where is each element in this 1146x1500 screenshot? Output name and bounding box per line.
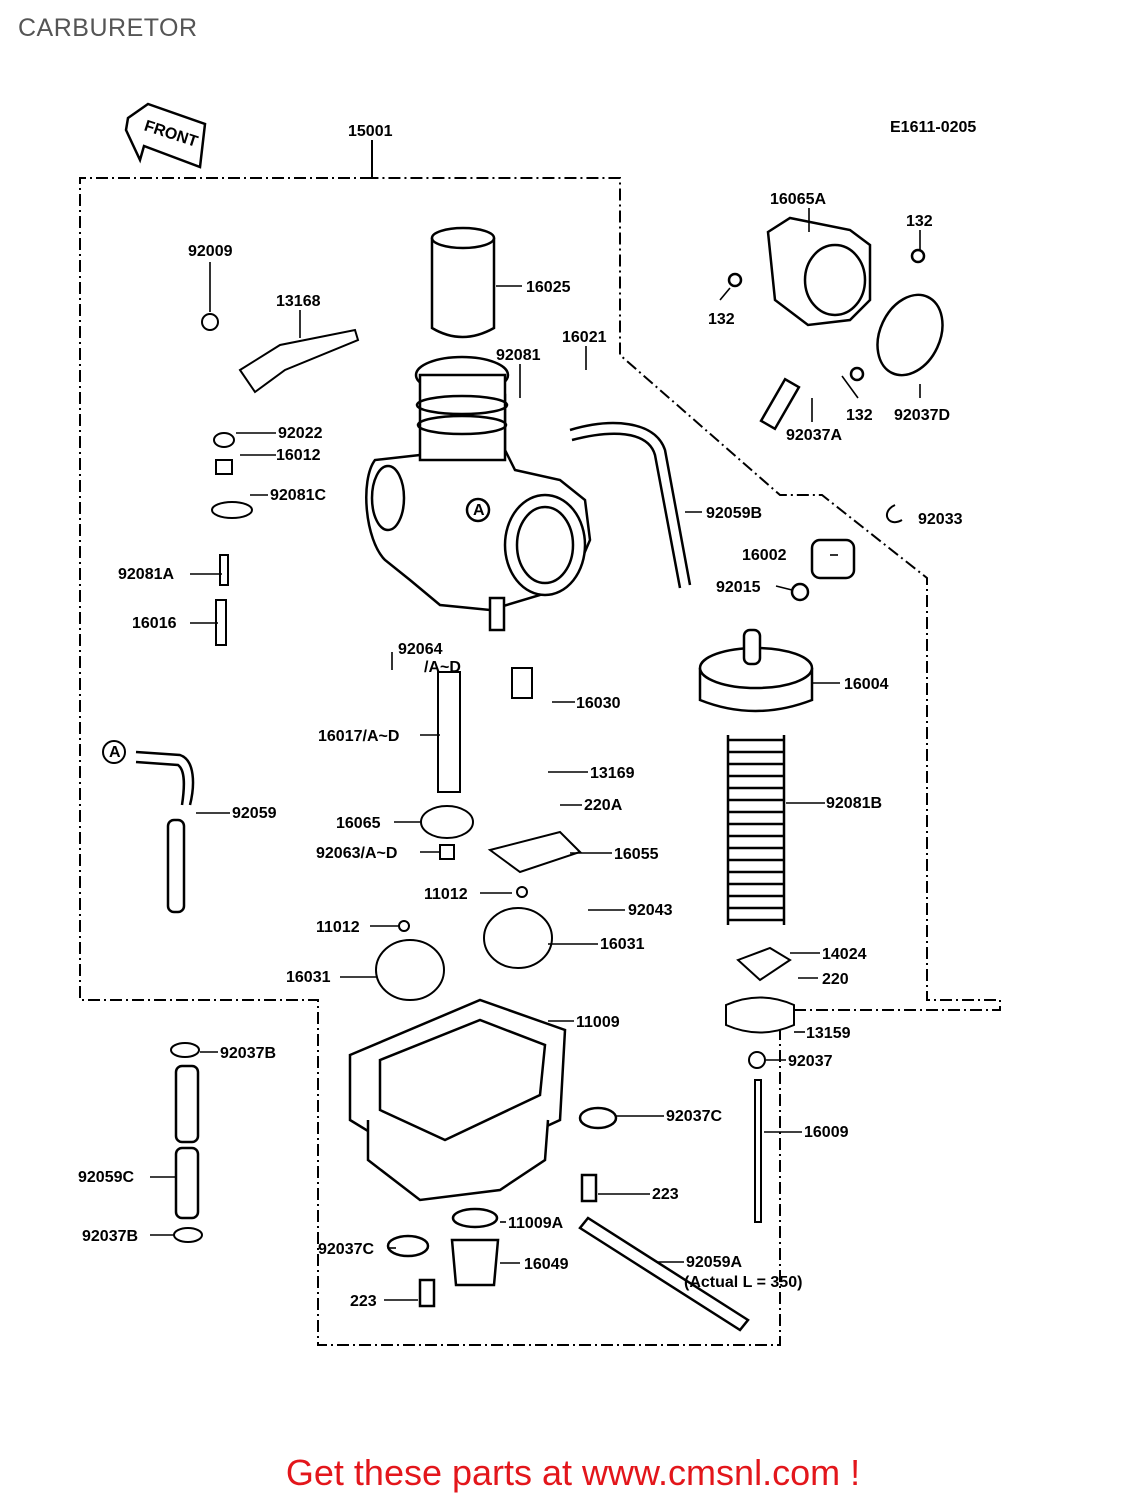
callout-16030: 16030 [576,695,621,712]
callout-labels: 15001 92009 13168 16025 16021 92081 9202… [78,123,963,1310]
carburetor-body: A [365,355,592,632]
callout-92037c-right: 92037C [666,1108,722,1125]
front-arrow-icon: FRONT [124,102,207,169]
callout-92037b-top: 92037B [220,1045,276,1062]
callout-92081c: 92081C [270,487,326,504]
callout-92063: 92063/A~D [316,845,397,862]
callout-13169: 13169 [590,765,635,782]
promo-link[interactable]: Get these parts at www.cmsnl.com ! [285,1452,861,1493]
callout-14024: 14024 [822,946,867,963]
callout-92059: 92059 [232,805,277,822]
page-title: CARBURETOR [18,14,198,42]
callout-92059b: 92059B [706,505,762,522]
callout-13168: 13168 [276,293,321,310]
callout-223-right: 223 [652,1186,679,1203]
callout-92059a-note: (Actual L = 350) [684,1274,802,1291]
callout-132-left: 132 [708,311,735,328]
callout-16012: 16012 [276,447,321,464]
callout-11009a: 11009A [508,1215,564,1232]
callout-92059a: 92059A [686,1254,742,1271]
callout-16017: 16017/A~D [318,728,399,745]
top-cap [698,538,856,713]
assembly-outline [79,177,1001,1346]
callout-16031-right: 16031 [600,936,645,953]
spring [726,735,786,925]
callout-16009: 16009 [804,1124,849,1141]
carburetor-exploded-diagram: FRONT E1611-0205 A [78,102,1001,1346]
callout-92015: 92015 [716,579,761,596]
callout-16025: 16025 [526,279,571,296]
mark-a-top: A [473,502,485,519]
callout-92037c-left: 92037C [318,1241,374,1258]
throttle-slide [430,226,496,339]
callout-223-left: 223 [350,1293,377,1310]
callout-16021: 16021 [562,329,607,346]
callout-92081a: 92081A [118,566,174,583]
callout-15001: 15001 [348,123,393,140]
callout-92009: 92009 [188,243,233,260]
callout-92081: 92081 [496,347,541,364]
callout-220a: 220A [584,797,623,814]
callout-92037: 92037 [788,1053,833,1070]
callout-11012-b: 11012 [316,919,360,936]
callout-16004: 16004 [844,676,889,693]
callout-16016: 16016 [132,615,177,632]
callout-92033: 92033 [918,511,963,528]
small-parts-left [201,313,360,646]
callout-92043: 92043 [628,902,673,919]
callout-16055: 16055 [614,846,659,863]
callout-92064-sub: /A~D [424,659,461,676]
mark-a-left-label: A [109,744,121,761]
callout-16002: 16002 [742,547,787,564]
intake-cover [727,216,944,431]
callout-92081b: 92081B [826,795,882,812]
callout-11012-a: 11012 [424,886,468,903]
callout-132-top: 132 [906,213,933,230]
callout-16031-left: 16031 [286,969,331,986]
center-parts [375,667,582,1001]
callout-92059c: 92059C [78,1169,134,1186]
leader-lines [150,208,921,1301]
callout-16065: 16065 [336,815,381,832]
callout-92037a: 92037A [786,427,842,444]
callout-16049: 16049 [524,1256,569,1273]
callout-92037b-bottom: 92037B [82,1228,138,1245]
float-bowl [348,998,618,1308]
callout-16065a: 16065A [770,191,826,208]
callout-92022: 92022 [278,425,323,442]
callout-220: 220 [822,971,849,988]
callout-13159: 13159 [806,1025,851,1042]
mark-a-left: A [102,740,126,764]
diagram-code: E1611-0205 [890,119,976,136]
callout-132-mid: 132 [846,407,873,424]
callout-92064: 92064 [398,641,443,658]
callout-92037d: 92037D [894,407,950,424]
needle-parts [725,946,795,1223]
hoses [135,421,750,1332]
callout-11009: 11009 [576,1014,620,1031]
